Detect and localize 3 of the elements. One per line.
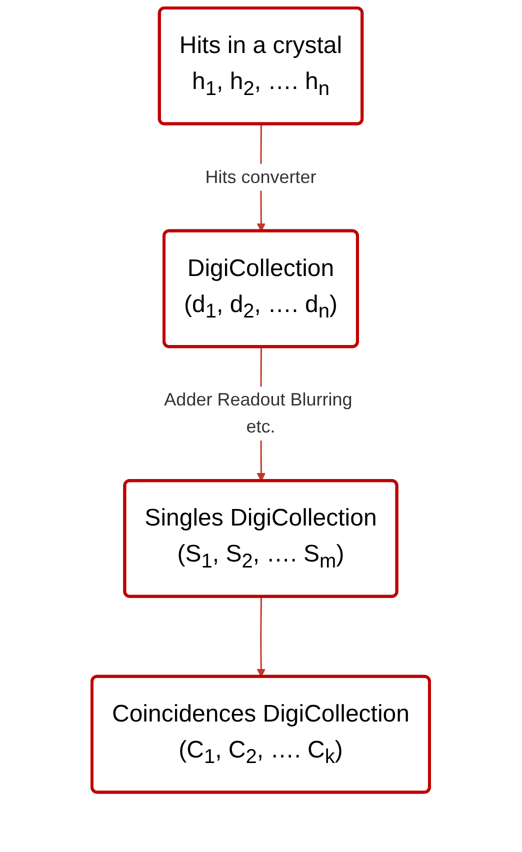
edge-label: Adder Readout Blurring etc. xyxy=(164,390,353,437)
edge-label: Hits converter xyxy=(205,166,317,187)
arrow xyxy=(257,596,266,678)
